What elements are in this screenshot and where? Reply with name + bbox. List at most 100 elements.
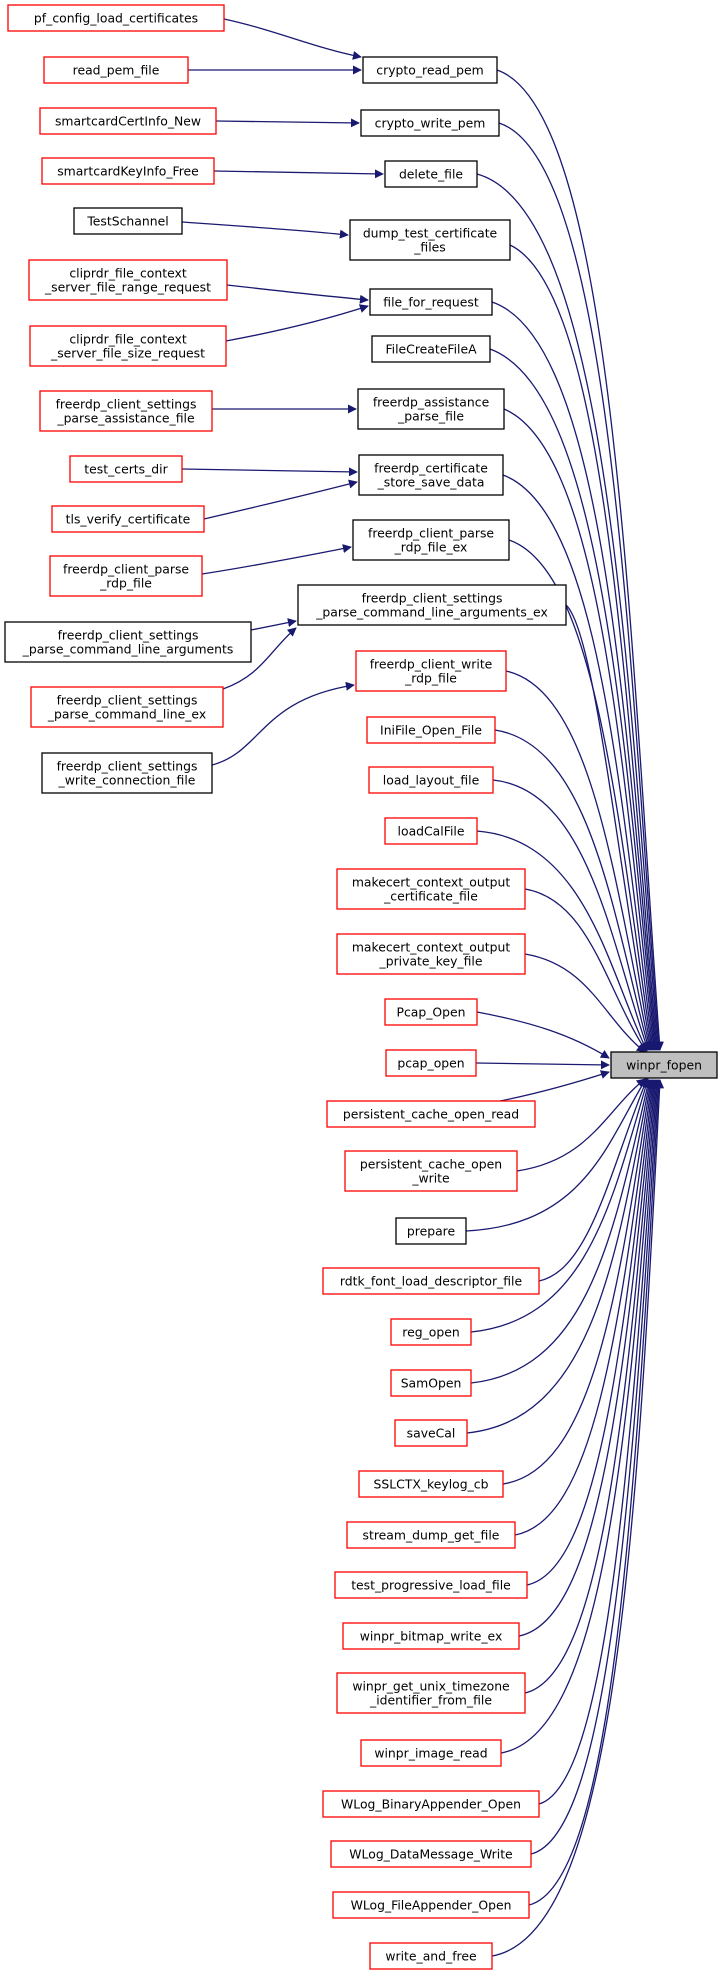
node-box-winpr_fopen [610, 1051, 718, 1079]
node-parse_cmdline_args_ex[interactable]: freerdp_client_settings_parse_command_li… [297, 584, 567, 626]
node-box-reg_open [390, 1318, 472, 1346]
node-label: WLog_BinaryAppender_Open [341, 1797, 521, 1812]
node-WLog_DataMessage_Write[interactable]: WLog_DataMessage_Write [330, 1840, 532, 1868]
node-label: smartcardCertInfo_New [55, 114, 201, 129]
node-label: makecert_context_output [352, 940, 511, 955]
edge-IniFile_Open_File-to-winpr_fopen [494, 729, 652, 1051]
edge-certificate_store_save_data-to-winpr_fopen [502, 474, 657, 1051]
node-box-loadCalFile [384, 817, 478, 845]
node-crypto_write_pem[interactable]: crypto_write_pem [360, 109, 500, 137]
node-box-dump_test_certificate_files [349, 219, 511, 261]
node-label: _files [413, 240, 446, 255]
node-tls_verify_certificate[interactable]: tls_verify_certificate [51, 505, 205, 533]
node-stream_dump_get_file[interactable]: stream_dump_get_file [346, 1521, 516, 1549]
edge-stream_dump_get_file-to-winpr_fopen [514, 1079, 656, 1536]
node-label: TestSchannel [86, 214, 168, 229]
node-FileCreateFileA[interactable]: FileCreateFileA [371, 335, 491, 363]
node-persistent_cache_open_write[interactable]: persistent_cache_open_write [344, 1150, 518, 1192]
node-label: persistent_cache_open_read [343, 1107, 519, 1122]
edge-pf_config_load_certificates-to-crypto_read_pem [223, 18, 362, 60]
node-client_write_rdp_file[interactable]: freerdp_client_write_rdp_file [355, 650, 507, 692]
edge-SamOpen-to-winpr_fopen [470, 1079, 652, 1384]
node-parse_assistance_file[interactable]: freerdp_client_settings_parse_assistance… [39, 390, 213, 432]
node-winpr_fopen[interactable]: winpr_fopen [610, 1051, 718, 1079]
node-reg_open[interactable]: reg_open [390, 1318, 472, 1346]
node-box-saveCal [394, 1419, 468, 1447]
node-SSLCTX_keylog_cb[interactable]: SSLCTX_keylog_cb [358, 1470, 504, 1498]
node-unix_timezone[interactable]: winpr_get_unix_timezone_identifier_from_… [336, 1672, 526, 1714]
node-dump_test_certificate_files[interactable]: dump_test_certificate_files [349, 219, 511, 261]
node-parse_cmdline_ex[interactable]: freerdp_client_settings_parse_command_li… [30, 686, 224, 728]
node-label: WLog_DataMessage_Write [349, 1847, 512, 1862]
edge-cliprdr_range-to-file_for_request [226, 284, 369, 304]
node-winpr_bitmap_write_ex[interactable]: winpr_bitmap_write_ex [342, 1622, 520, 1650]
edge-dump_test_certificate_files-to-winpr_fopen [509, 244, 661, 1051]
node-IniFile_Open_File[interactable]: IniFile_Open_File [366, 716, 496, 744]
edge-FileCreateFileA-to-winpr_fopen [489, 348, 659, 1051]
node-smartcardKeyInfo_Free[interactable]: smartcardKeyInfo_Free [41, 157, 215, 185]
node-delete_file[interactable]: delete_file [384, 160, 478, 188]
node-WLog_BinaryAppender_Open[interactable]: WLog_BinaryAppender_Open [322, 1790, 540, 1818]
node-rdtk_font_load_descriptor_file[interactable]: rdtk_font_load_descriptor_file [322, 1267, 540, 1295]
node-file_for_request[interactable]: file_for_request [369, 288, 493, 316]
node-label: _private_key_file [379, 954, 483, 969]
edge-WLog_FileAppender_Open-to-winpr_fopen [528, 1079, 664, 1906]
node-test_progressive_load_file[interactable]: test_progressive_load_file [334, 1571, 528, 1599]
node-label: freerdp_client_settings [58, 628, 199, 643]
edge-winpr_image_read-to-winpr_fopen [500, 1079, 660, 1754]
edge-file_for_request-to-winpr_fopen [491, 301, 660, 1051]
node-write_and_free[interactable]: write_and_free [369, 1942, 493, 1970]
node-label: freerdp_client_settings [56, 397, 197, 412]
edge-tls_verify_certificate-to-certificate_store_save_data [203, 479, 358, 520]
node-client_parse_rdp_file_ex[interactable]: freerdp_client_parse_rdp_file_ex [352, 519, 510, 561]
node-cliprdr_range[interactable]: cliprdr_file_context_server_file_range_r… [28, 259, 228, 301]
edge-rdtk_font_load_descriptor_file-to-winpr_fopen [538, 1078, 649, 1282]
edge-test_certs_dir-to-certificate_store_save_data [181, 467, 358, 477]
node-box-delete_file [384, 160, 478, 188]
node-read_pem_file[interactable]: read_pem_file [43, 56, 189, 84]
node-load_layout_file[interactable]: load_layout_file [368, 766, 494, 794]
node-box-WLog_FileAppender_Open [332, 1891, 530, 1919]
edge-loadCalFile-to-winpr_fopen [476, 830, 648, 1052]
node-label: test_progressive_load_file [351, 1578, 511, 1593]
node-test_certs_dir[interactable]: test_certs_dir [69, 455, 183, 483]
node-label: dump_test_certificate [363, 226, 497, 241]
node-label: cliprdr_file_context [69, 266, 187, 281]
node-box-tls_verify_certificate [51, 505, 205, 533]
node-box-FileCreateFileA [371, 335, 491, 363]
node-SamOpen[interactable]: SamOpen [390, 1369, 472, 1397]
node-WLog_FileAppender_Open[interactable]: WLog_FileAppender_Open [332, 1891, 530, 1919]
node-cliprdr_size[interactable]: cliprdr_file_context_server_file_size_re… [29, 325, 227, 367]
node-write_connection_file[interactable]: freerdp_client_settings_write_connection… [41, 752, 213, 794]
node-pcap_open[interactable]: pcap_open [385, 1049, 477, 1077]
node-crypto_read_pem[interactable]: crypto_read_pem [362, 56, 498, 84]
node-TestSchannel[interactable]: TestSchannel [73, 207, 183, 235]
node-assistance_parse_file[interactable]: freerdp_assistance_parse_file [357, 388, 505, 430]
node-pf_config_load_certificates[interactable]: pf_config_load_certificates [7, 4, 225, 32]
node-label: pf_config_load_certificates [34, 11, 198, 26]
node-makecert_key_file[interactable]: makecert_context_output_private_key_file [336, 933, 526, 975]
node-loadCalFile[interactable]: loadCalFile [384, 817, 478, 845]
node-winpr_image_read[interactable]: winpr_image_read [360, 1739, 502, 1767]
node-prepare[interactable]: prepare [395, 1217, 467, 1245]
edge-prepare-to-winpr_fopen [465, 1078, 647, 1232]
node-persistent_cache_open_read[interactable]: persistent_cache_open_read [326, 1100, 536, 1128]
node-parse_cmdline_args[interactable]: freerdp_client_settings_parse_command_li… [4, 621, 252, 663]
node-label: _parse_command_line_ex [47, 707, 206, 722]
edge-write_and_free-to-winpr_fopen [491, 1079, 665, 1957]
node-certificate_store_save_data[interactable]: freerdp_certificate_store_save_data [358, 454, 504, 496]
node-box-persistent_cache_open_write [344, 1150, 518, 1192]
node-makecert_cert_file[interactable]: makecert_context_output_certificate_file [336, 868, 526, 910]
edge-load_layout_file-to-winpr_fopen [492, 779, 650, 1051]
node-box-parse_assistance_file [39, 390, 213, 432]
node-saveCal[interactable]: saveCal [394, 1419, 468, 1447]
node-label: winpr_bitmap_write_ex [360, 1629, 503, 1644]
node-smartcardCertInfo_New[interactable]: smartcardCertInfo_New [39, 107, 217, 135]
node-Pcap_Open[interactable]: Pcap_Open [384, 998, 478, 1026]
edge-crypto_write_pem-to-winpr_fopen [498, 122, 663, 1051]
node-label: _write_connection_file [58, 773, 196, 788]
node-client_parse_rdp_file[interactable]: freerdp_client_parse_rdp_file [49, 555, 203, 597]
node-box-write_and_free [369, 1942, 493, 1970]
edge-TestSchannel-to-dump_test_certificate_files [181, 221, 349, 239]
node-label: rdtk_font_load_descriptor_file [340, 1274, 522, 1289]
